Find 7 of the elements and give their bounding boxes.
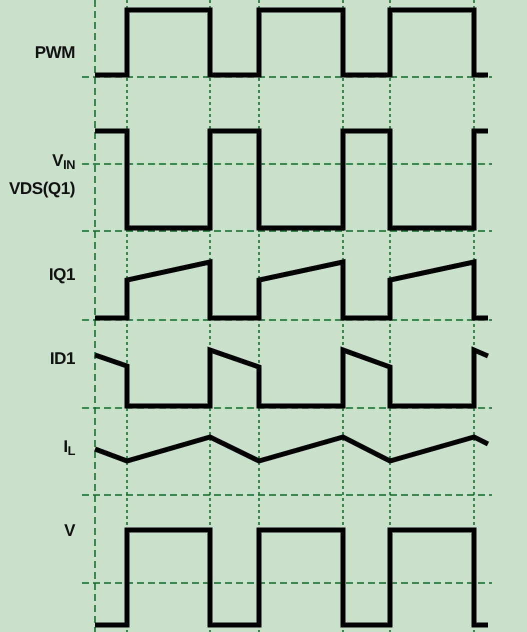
signal-label: V — [64, 522, 75, 539]
signal-label: VDS(Q1) — [9, 180, 75, 197]
signal-label: PWM — [34, 44, 75, 61]
signal-label: I$_{L}$ — [63, 438, 75, 455]
signal-label: ID1 — [50, 350, 75, 367]
signal-label: V$_{IN}$ — [52, 152, 75, 169]
signal-label: IQ1 — [48, 266, 75, 283]
